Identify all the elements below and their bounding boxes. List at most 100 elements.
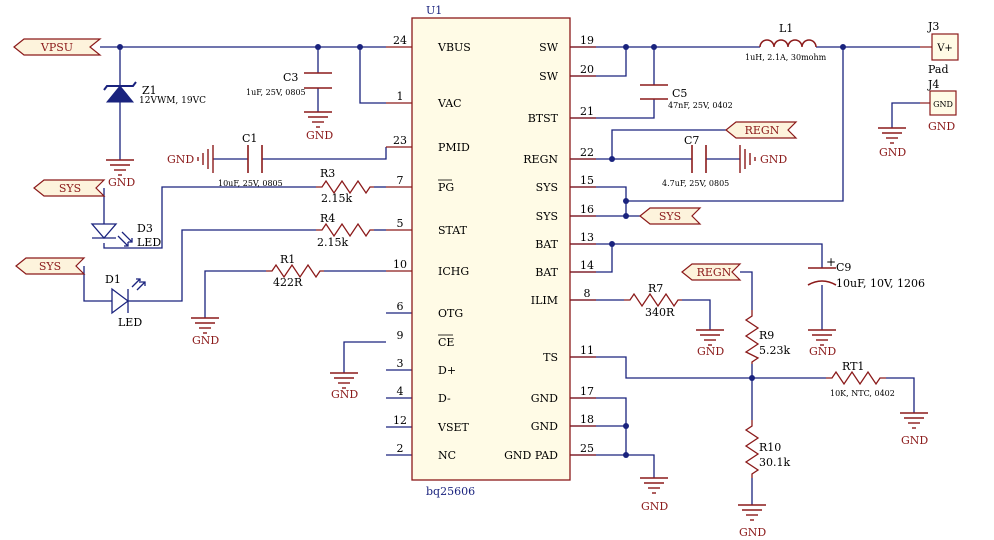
component-value: 4.7uF, 25V, 0805 xyxy=(662,179,729,188)
pin-name: VBUS xyxy=(437,41,471,54)
pin-number: 8 xyxy=(584,287,591,300)
led-d3 xyxy=(90,217,133,247)
component-ref: J4 xyxy=(927,78,939,91)
component-ref: C1 xyxy=(242,132,257,145)
connector-j3: V+ J3 Pad xyxy=(920,20,959,76)
pin-name: TS xyxy=(543,351,558,364)
pin-number: 21 xyxy=(580,105,594,118)
capacitor-c9: + C9 10uF, 10V, 1206 xyxy=(807,255,925,290)
pin-number: 2 xyxy=(397,442,404,455)
ground-symbols xyxy=(106,111,928,521)
pin-name: BAT xyxy=(535,238,558,251)
pin-number: 19 xyxy=(580,34,594,47)
ic-u1: U1 bq25606 24 VBUS 1 VAC 23 PMID 7 PG 5 xyxy=(386,4,596,498)
pin-name: VSET xyxy=(437,421,470,434)
resistor-r7: R7 340R xyxy=(624,282,682,319)
gnd-label: GND xyxy=(809,345,836,358)
pin-name: BAT xyxy=(535,266,558,279)
net-label: REGN xyxy=(745,124,780,137)
pin-name: CE xyxy=(438,336,454,349)
component-value: 12VWM, 19VC xyxy=(139,96,206,106)
pin-number: 6 xyxy=(397,300,404,313)
component-value: 340R xyxy=(645,306,675,319)
component-value: 30.1k xyxy=(759,456,790,469)
pin-name: SW xyxy=(539,41,559,54)
gnd-label: GND xyxy=(760,153,787,166)
led-d1 xyxy=(111,278,146,315)
pin-number: 23 xyxy=(393,134,407,147)
pin-number: 4 xyxy=(397,385,404,398)
component-value: 10K, NTC, 0402 xyxy=(830,389,895,398)
net-label: SYS xyxy=(39,260,61,273)
ic-part-number: bq25606 xyxy=(426,485,475,498)
pin-number: 16 xyxy=(580,203,594,216)
connector-j4: GND J4 GND xyxy=(920,78,957,133)
pin-number: 14 xyxy=(580,259,594,272)
gnd-label: GND xyxy=(167,153,194,166)
gnd-label: GND xyxy=(331,388,358,401)
gnd-label: GND xyxy=(879,146,906,159)
pin-name: SYS xyxy=(536,181,558,194)
net-flag-regn-r9: REGN xyxy=(681,263,742,281)
pin-number: 15 xyxy=(580,174,594,187)
resistor-r4: R4 2.15k xyxy=(316,212,374,249)
component-value: 10uF, 25V, 0805 xyxy=(218,179,283,188)
pin-number: 11 xyxy=(580,344,594,357)
pin-name: ICHG xyxy=(438,265,469,278)
net-flag-vpsu: VPSU xyxy=(13,38,102,56)
component-value: LED xyxy=(118,316,142,329)
gnd-label: GND xyxy=(306,129,333,142)
pin-name: BTST xyxy=(528,112,559,125)
ground-labels: GND GND GND GND GND GND GND GND GND GND … xyxy=(108,129,928,539)
component-ref: D1 xyxy=(105,273,121,286)
gnd-label: GND xyxy=(739,526,766,539)
resistor-r1: R1 422R xyxy=(266,253,324,289)
pin-number: 18 xyxy=(580,413,594,426)
capacitor-c5 xyxy=(640,84,668,100)
component-ref: R7 xyxy=(648,282,663,295)
net-flag-sys-d3: SYS xyxy=(33,179,106,197)
net-label: SYS xyxy=(659,210,681,223)
component-ref: L1 xyxy=(779,22,793,35)
component-ref: C5 xyxy=(672,87,687,100)
component-ref: R4 xyxy=(320,212,335,225)
gnd-label: GND xyxy=(901,434,928,447)
net-flag-sys-right: SYS xyxy=(639,207,702,225)
thermistor-rt1: RT1 10K, NTC, 0402 xyxy=(826,360,895,398)
pin-name: D+ xyxy=(438,364,456,377)
pin-number: 5 xyxy=(397,217,404,230)
pin-name: D- xyxy=(438,392,451,405)
gnd-label: GND xyxy=(641,500,668,513)
resistor-r10: R10 30.1k xyxy=(744,420,790,478)
component-value: 10uF, 10V, 1206 xyxy=(836,277,925,290)
pin-name: REGN xyxy=(523,153,558,166)
connector-label: Pad xyxy=(928,63,949,76)
junctions xyxy=(117,44,846,458)
pin-number: 12 xyxy=(393,414,407,427)
pin-name: GND xyxy=(531,420,558,433)
component-ref: R3 xyxy=(320,167,335,180)
connector-pin: GND xyxy=(933,100,953,109)
pin-number: 10 xyxy=(393,258,407,271)
gnd-label: GND xyxy=(192,334,219,347)
capacitor-c1 xyxy=(247,145,263,173)
component-value: 1uH, 2.1A, 30mohm xyxy=(745,53,827,62)
pin-name: GND xyxy=(531,392,558,405)
pin-name: PG xyxy=(438,181,454,194)
component-ref: J3 xyxy=(927,20,939,33)
component-ref: C7 xyxy=(684,134,699,147)
pin-name: SYS xyxy=(536,210,558,223)
pin-name: SW xyxy=(539,70,559,83)
net-flag-regn-c7: REGN xyxy=(725,121,798,139)
pin-number: 20 xyxy=(580,63,594,76)
pin-number: 13 xyxy=(580,231,594,244)
component-ref: R9 xyxy=(759,329,774,342)
pin-number: 25 xyxy=(580,442,594,455)
pin-name: NC xyxy=(438,449,456,462)
pin-number: 22 xyxy=(580,146,594,159)
gnd-label: GND xyxy=(697,345,724,358)
component-ref: D3 xyxy=(137,222,153,235)
capacitor-c7 xyxy=(691,145,707,173)
